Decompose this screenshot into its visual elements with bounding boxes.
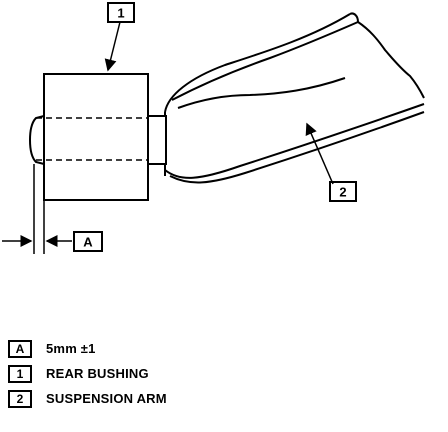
rear-bushing	[43, 73, 149, 201]
legend: A 5mm ±1 1 REAR BUSHING 2 SUSPENSION ARM	[8, 336, 167, 411]
bore-hidden-lines	[36, 117, 148, 161]
dimension-a: A	[2, 164, 103, 254]
legend-text-a: 5mm ±1	[46, 341, 96, 356]
dimension-a-label: A	[83, 235, 93, 250]
callout-2: 2	[305, 122, 357, 202]
legend-row-a: A 5mm ±1	[8, 336, 167, 361]
legend-text-1: REAR BUSHING	[46, 366, 149, 381]
legend-key-2: 2	[8, 389, 32, 408]
legend-text-2: SUSPENSION ARM	[46, 391, 167, 406]
callout-1: 1	[104, 2, 135, 72]
legend-row-1: 1 REAR BUSHING	[8, 361, 167, 386]
legend-key-a: A	[8, 339, 32, 358]
legend-key-1: 1	[8, 364, 32, 383]
callout-1-label: 1	[117, 6, 124, 21]
suspension-arm	[164, 12, 425, 184]
callout-2-label: 2	[339, 185, 346, 200]
legend-row-2: 2 SUSPENSION ARM	[8, 386, 167, 411]
